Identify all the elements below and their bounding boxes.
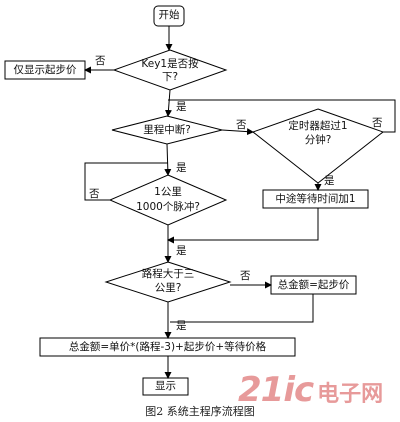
key1-label-1: Key1是否按 [141,58,199,70]
no-label-key1: 否 [95,55,106,67]
total-formula-label: 总金额=单价*(路程-3)+起步价+等待价格 [68,341,267,353]
key1-label-2: 下? [161,71,179,83]
no-label-pulse: 否 [89,188,100,200]
mile-interrupt-label: 里程中断? [143,124,191,136]
display-label: 显示 [155,380,176,392]
no-label-distance: 否 [240,270,251,282]
caption: 图2 系统主程序流程图 [145,405,255,418]
total-base-label: 总金额=起步价 [277,279,350,291]
yes-label-key1: 是 [176,101,187,113]
timer-label-1: 定时器超过1 [288,120,348,132]
watermark-part1: 21ic [238,370,314,410]
show-base-label: 仅显示起步价 [13,64,77,76]
yes-label-timer: 是 [324,175,335,187]
yes-label-pulse: 是 [176,245,187,257]
wait-add-label: 中途等待时间加1 [275,193,356,205]
distance-label-2: 公里? [154,282,182,294]
pulse-decision [108,174,228,226]
pulse-label-2: 1000个脉冲? [136,201,200,213]
start-label: 开始 [158,9,180,21]
no-label-timer: 否 [372,117,383,129]
distance-label-1: 路程大于三 [141,268,195,280]
timer-label-2: 分钟? [304,134,332,146]
yes-label-mile: 是 [176,162,187,174]
yes-label-distance: 是 [176,320,187,332]
watermark-part2: 电子网 [317,382,384,407]
no-label-mile: 否 [236,119,247,131]
pulse-label-1: 1公里 [154,186,182,198]
